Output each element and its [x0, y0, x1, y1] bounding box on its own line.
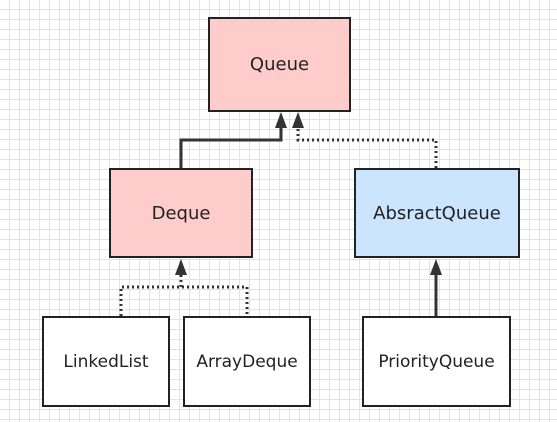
node-priority-queue: PriorityQueue [362, 316, 511, 407]
node-abstract-queue-label: AbsractQueue [373, 202, 501, 224]
arrowhead-abstractqueue [430, 259, 442, 275]
node-array-deque-label: ArrayDeque [196, 351, 298, 372]
edge-deque-to-queue [179, 122, 283, 168]
arrowhead-deque [175, 259, 187, 275]
edge-abstractqueue-to-queue [296, 122, 438, 168]
node-priority-queue-label: PriorityQueue [378, 351, 495, 372]
node-abstract-queue: AbsractQueue [354, 168, 520, 258]
node-deque-label: Deque [151, 202, 211, 224]
arrowhead-queue-right [292, 112, 304, 128]
edge-linkedlist-to-deque [119, 285, 249, 316]
arrowhead-queue-left [275, 112, 287, 128]
node-deque: Deque [109, 168, 253, 258]
node-queue: Queue [208, 17, 351, 112]
node-linked-list: LinkedList [42, 316, 170, 407]
node-linked-list-label: LinkedList [63, 351, 149, 372]
node-queue-label: Queue [249, 54, 310, 75]
node-array-deque: ArrayDeque [183, 316, 311, 407]
